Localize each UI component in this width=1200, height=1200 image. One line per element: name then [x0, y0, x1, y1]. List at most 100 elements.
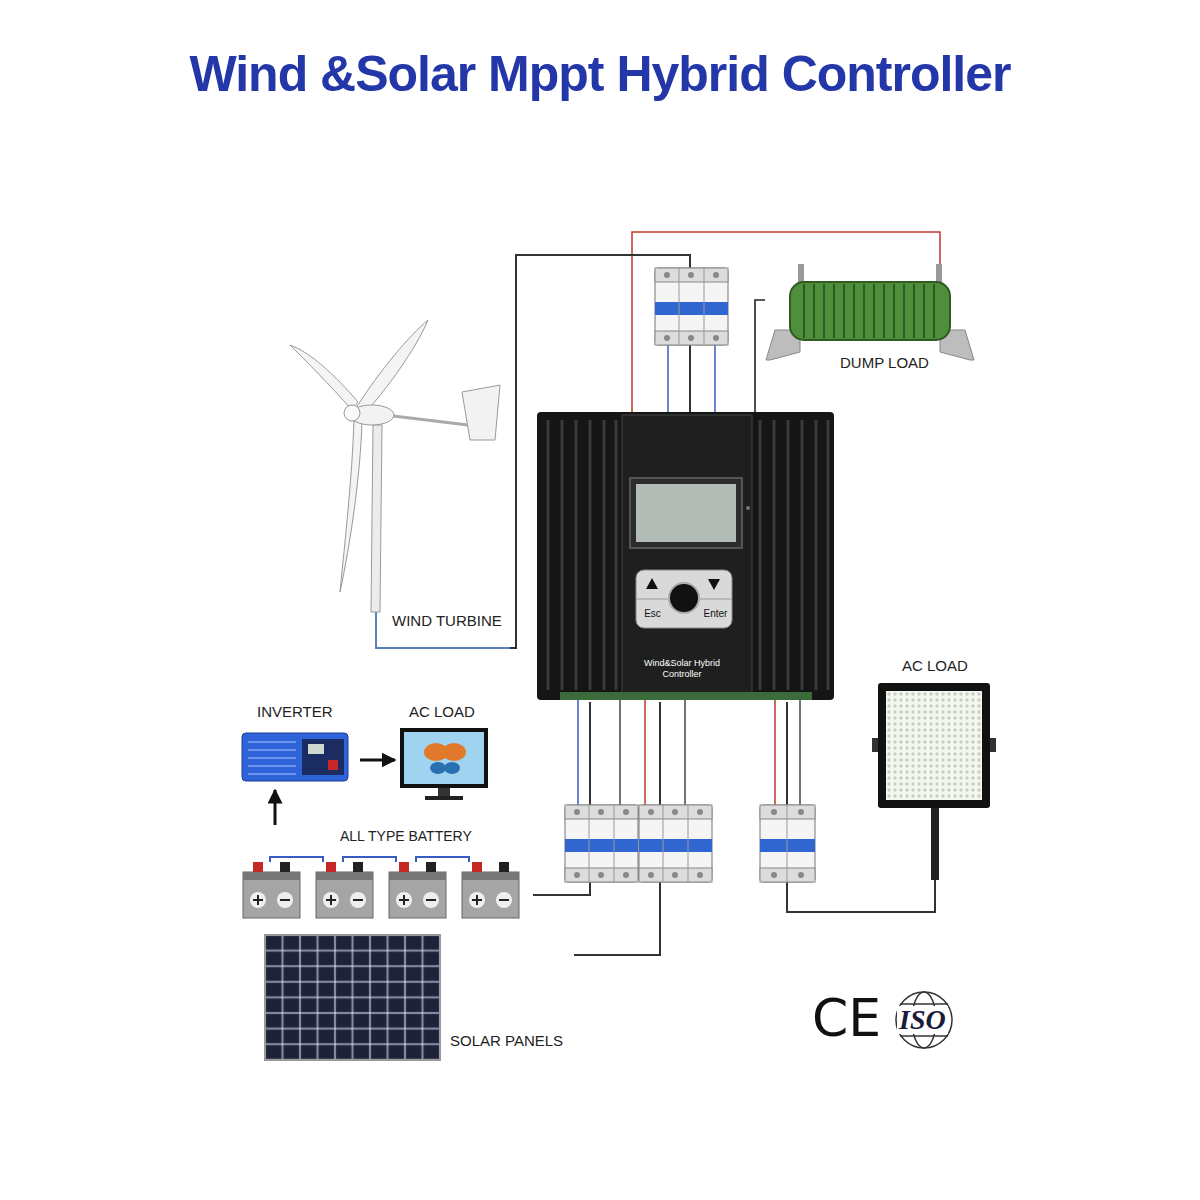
enter-button: Enter: [699, 603, 732, 625]
wind-turbine-drawing: [290, 320, 510, 648]
resistor-symbol: [893, 284, 895, 338]
wire: [774, 700, 776, 805]
battery-drawing: [253, 862, 263, 872]
controller-housing: [787, 420, 790, 690]
monitor-drawing: [438, 788, 450, 796]
wire: [667, 345, 669, 412]
flood-light-drawing: [886, 691, 982, 800]
node-label: SOLAR PANELS: [450, 1032, 563, 1050]
circuit-breaker: [672, 872, 678, 878]
esc-button: Esc: [637, 603, 668, 625]
circuit-breaker: [713, 335, 719, 341]
resistor-symbol: [813, 284, 815, 338]
circuit-breaker: [679, 268, 680, 345]
controller-housing: [636, 599, 668, 600]
iso-globe: [900, 1003, 948, 1005]
connector-layer: [275, 255, 935, 955]
battery-bank: ALL TYPE BATTERY: [238, 825, 533, 923]
controller-housing: [622, 415, 752, 695]
controller-housing: [561, 420, 564, 690]
controller-housing: [537, 412, 834, 700]
battery-drawing: [243, 872, 300, 918]
controller-housing: [615, 420, 618, 690]
wind-turbine-drawing: [371, 425, 382, 612]
circuit-breaker: [639, 805, 712, 882]
battery-drawing: [472, 895, 509, 905]
controller-housing: [537, 412, 834, 700]
battery-drawing: [353, 862, 363, 872]
wind-turbine-drawing: [385, 415, 468, 425]
circuit-breaker: [623, 872, 629, 878]
circuit-breaker: [565, 868, 638, 882]
arrow-connector: [274, 790, 277, 825]
ac-load-light: AC LOAD: [868, 655, 998, 880]
circuit-breaker: [760, 805, 815, 882]
inverter-drawing: [242, 733, 348, 781]
inverter-drawing: [248, 749, 296, 751]
resistor-symbol: [790, 282, 950, 340]
monitor-drawing: [400, 728, 488, 800]
resistor-symbol: [936, 264, 942, 284]
monitor-drawing: [430, 762, 446, 774]
flood-light-drawing: [878, 683, 990, 808]
battery-drawing: [472, 862, 482, 872]
circuit-breaker: [648, 809, 654, 815]
inverter-drawing: [328, 760, 338, 770]
circuit-breaker: [787, 805, 788, 882]
resistor-symbol: [798, 264, 804, 284]
resistor-symbol: [923, 284, 925, 338]
inverter-drawing: [248, 742, 296, 774]
inverter-drawing: [248, 765, 296, 767]
label-wrap: ISO: [897, 1006, 948, 1034]
battery-drawing: [316, 872, 373, 918]
node-label: AC LOAD: [409, 703, 475, 721]
dump-load: DUMP LOAD: [765, 255, 980, 375]
battery-drawing: [253, 895, 290, 905]
controller-housing: [630, 478, 742, 548]
battery-drawing: [462, 872, 519, 880]
battery-drawing: [389, 872, 446, 918]
circuit-breaker: [760, 805, 815, 882]
certification-mark: CE: [812, 992, 881, 1044]
resistor-symbol: [863, 284, 865, 338]
inverter-drawing: [248, 757, 296, 759]
controller-housing: [759, 420, 762, 690]
iso-globe: [896, 992, 952, 1048]
circuit-breaker: [598, 872, 604, 878]
controller-housing: [801, 420, 804, 690]
battery-drawing: [462, 872, 519, 918]
battery-drawing: [316, 872, 373, 880]
certification-mark: ISO: [897, 1006, 948, 1034]
circuit-breaker: [639, 868, 712, 882]
circuit-breaker: [704, 268, 705, 345]
resistor-symbol: [903, 284, 905, 338]
battery-drawing: [326, 862, 336, 872]
monitor-drawing: [425, 796, 463, 800]
circuit-breaker: [672, 809, 678, 815]
wire-connector: [755, 300, 765, 412]
inverter-drawing: [302, 739, 344, 775]
solar-panel-drawing: [265, 935, 440, 1060]
circuit-breaker: [713, 272, 719, 278]
battery-drawing: [280, 862, 290, 872]
wind-turbine-drawing: [344, 405, 360, 421]
battery-drawing: [389, 862, 446, 918]
hybrid-controller: Wind&Solar Hybrid ControllerEscEnter: [537, 412, 834, 702]
wire: [684, 700, 686, 805]
circuit-breaker: [688, 335, 694, 341]
battery-drawing: [499, 862, 509, 872]
battery-drawing: [343, 857, 396, 862]
node-label: WIND TURBINE: [392, 612, 502, 630]
resistor-symbol: [803, 284, 805, 338]
diagram-title: Wind &Solar Mppt Hybrid Controller: [189, 46, 1010, 104]
circuit-breaker: [565, 839, 638, 852]
node-label: INVERTER: [257, 703, 333, 721]
monitor-drawing: [400, 728, 488, 788]
circuit-breaker: [623, 809, 629, 815]
circuit-breaker: [574, 809, 580, 815]
resistor-symbol: [933, 284, 935, 338]
flood-light-drawing: [872, 683, 996, 880]
circuit-breaker: [614, 805, 615, 882]
